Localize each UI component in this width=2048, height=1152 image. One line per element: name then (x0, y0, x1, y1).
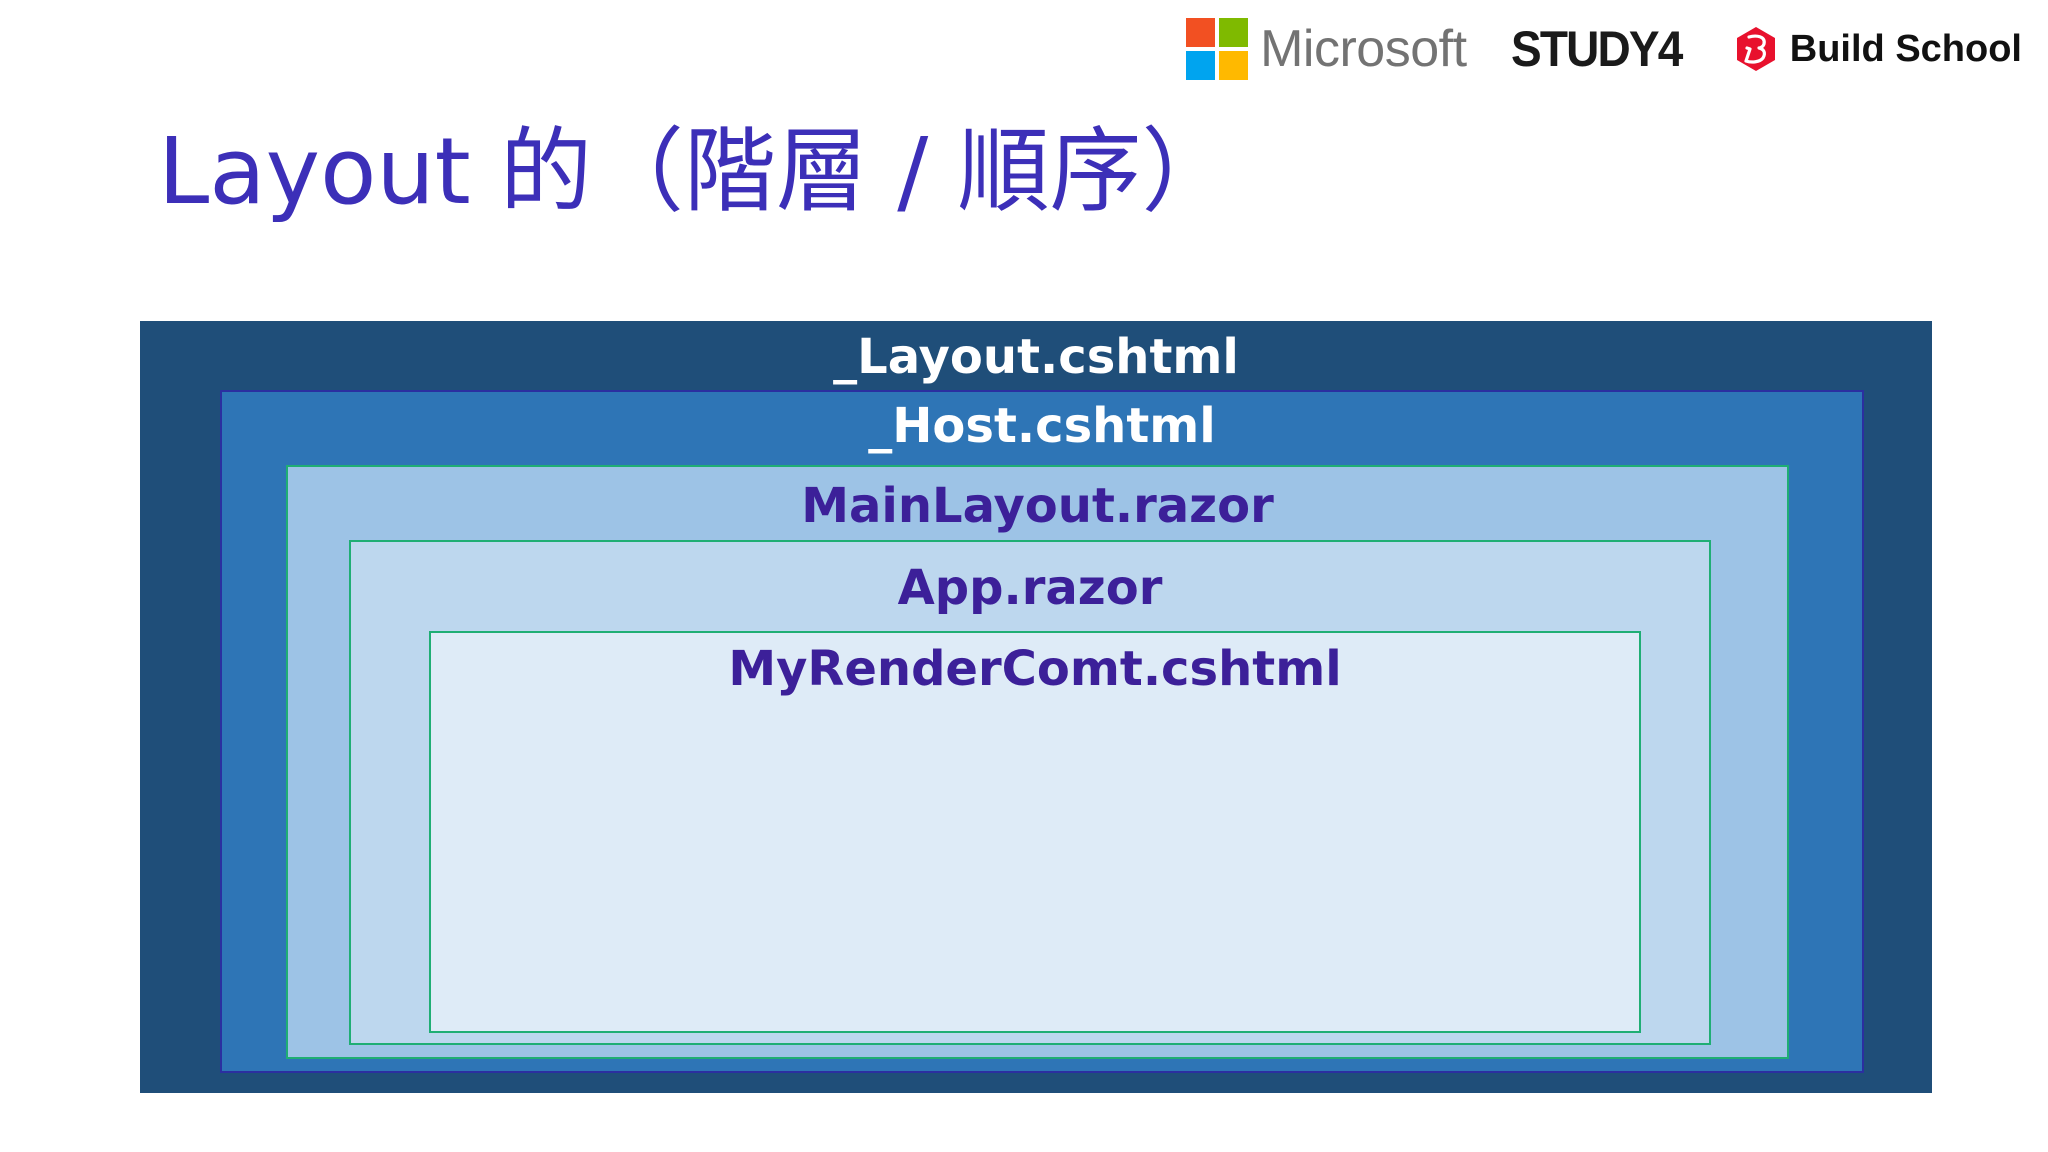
build-school-logo: Build School (1732, 25, 2022, 73)
app-razor-box: App.razor MyRenderComt.cshtml (349, 540, 1711, 1045)
ms-tile-blue (1186, 51, 1216, 80)
build-school-logo-icon (1736, 27, 1775, 71)
app-razor-label: App.razor (897, 560, 1163, 616)
microsoft-logo-text: Microsoft (1260, 20, 1467, 78)
logo-bar: Microsoft STUDY4 Build School (1186, 14, 2022, 84)
ms-tile-yellow (1219, 51, 1249, 80)
ms-tile-green (1219, 18, 1249, 47)
mainlayout-razor-box: MainLayout.razor App.razor MyRenderComt.… (286, 465, 1789, 1059)
microsoft-logo-icon (1186, 18, 1249, 80)
slide-title: Layout 的（階層 / 順序） (158, 118, 1234, 225)
myrendercomt-cshtml-label: MyRenderComt.cshtml (728, 641, 1342, 697)
microsoft-logo: Microsoft (1186, 18, 1467, 80)
mainlayout-razor-label: MainLayout.razor (801, 478, 1274, 534)
layout-cshtml-box: _Layout.cshtml _Host.cshtml MainLayout.r… (140, 321, 1932, 1093)
layout-cshtml-label: _Layout.cshtml (833, 329, 1239, 385)
host-cshtml-box: _Host.cshtml MainLayout.razor App.razor … (220, 390, 1864, 1073)
myrendercomt-cshtml-box: MyRenderComt.cshtml (429, 631, 1641, 1033)
study4-logo: STUDY4 (1510, 21, 1683, 77)
host-cshtml-label: _Host.cshtml (868, 398, 1216, 454)
build-school-logo-text: Build School (1789, 27, 2022, 70)
ms-tile-red (1186, 18, 1216, 47)
